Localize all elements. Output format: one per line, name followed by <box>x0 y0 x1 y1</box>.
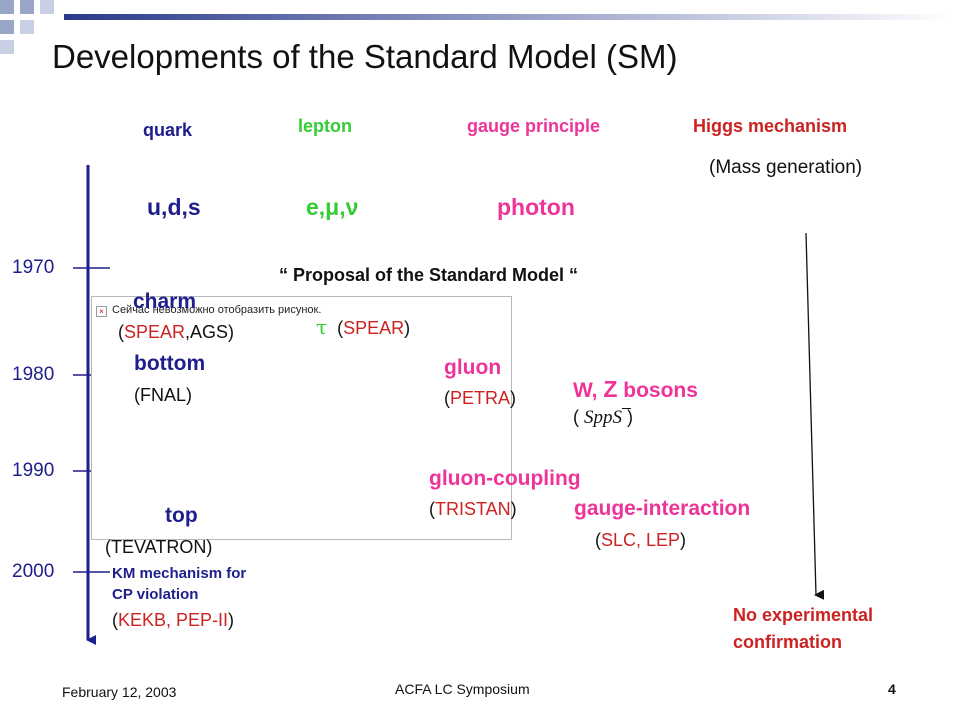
wz-name-b: bosons <box>617 379 698 402</box>
year-1970: 1970 <box>12 257 55 278</box>
gauge-interaction-label: gauge-interaction <box>574 497 751 520</box>
tau-entry: τ (SPEAR) <box>316 315 411 339</box>
gluon-coupling-lab: TRISTAN <box>435 499 511 519</box>
wz-collider-pbar-bar <box>622 408 631 409</box>
col-header-higgs: Higgs mechanism <box>693 116 848 136</box>
gluon-lab: PETRA <box>450 388 511 408</box>
top-label: top <box>165 504 198 527</box>
wz-name-z: Z <box>603 376 618 402</box>
gauge-interaction-lab: SLC, LEP <box>601 530 681 550</box>
wz-name-a: W, <box>573 379 604 402</box>
broken-image-placeholder: × Сейчас невозможно отобразить рисунок. <box>91 296 512 540</box>
leptons-emunu: e,μ,ν <box>306 194 359 220</box>
top-lab: TEVATRON <box>111 537 207 557</box>
proposal-label: “ Proposal of the Standard Model “ <box>279 265 579 285</box>
higgs-subtitle: (Mass generation) <box>709 157 863 178</box>
charm-labs: (SPEAR,AGS) <box>118 322 235 342</box>
broken-image-text: Сейчас невозможно отобразить рисунок. <box>112 304 322 316</box>
footer-date: February 12, 2003 <box>62 684 177 700</box>
footer-center: ACFA LC Symposium <box>395 681 530 697</box>
gluon-lab-wrap: (PETRA) <box>444 388 517 408</box>
gluon-label: gluon <box>444 356 502 379</box>
col-header-gauge: gauge principle <box>467 116 601 136</box>
broken-image-icon: × <box>96 306 107 317</box>
year-1990: 1990 <box>12 460 55 481</box>
bottom-label: bottom <box>134 352 206 375</box>
gluon-coupling-lab-wrap: (TRISTAN) <box>429 499 517 519</box>
tau-lab: SPEAR <box>343 318 405 338</box>
gluon-coupling-label: gluon-coupling <box>429 467 581 490</box>
wz-collider: SppS <box>584 407 622 428</box>
higgs-note-line1: No experimental <box>733 605 874 625</box>
charm-label: charm <box>133 290 197 313</box>
gauge-interaction-lab-wrap: (SLC, LEP) <box>595 530 687 550</box>
higgs-arrow <box>805 232 825 600</box>
top-lab-wrap: (TEVATRON) <box>105 537 213 557</box>
quarks-uds: u,d,s <box>147 194 201 220</box>
tau-symbol: τ <box>316 315 328 339</box>
charm-lab-spear: SPEAR <box>124 322 186 342</box>
km-lab-wrap: (KEKB, PEP-II) <box>112 610 235 630</box>
bottom-lab: FNAL <box>140 385 187 405</box>
km-line1: KM mechanism for <box>112 565 247 582</box>
photon-label: photon <box>497 194 575 220</box>
year-2000: 2000 <box>12 561 55 582</box>
year-1980: 1980 <box>12 364 55 385</box>
footer-page-number: 4 <box>888 681 896 697</box>
slide-title: Developments of the Standard Model (SM) <box>52 38 678 75</box>
wz-collider-wrap: ( SppS ) <box>573 407 633 428</box>
col-header-lepton: lepton <box>298 116 352 136</box>
title-gradient-bar <box>64 14 954 20</box>
higgs-note-line2: confirmation <box>733 632 843 652</box>
km-line2: CP violation <box>112 586 199 603</box>
col-header-quark: quark <box>143 120 193 140</box>
wz-bosons-label: W, Z bosons <box>573 376 698 403</box>
bottom-lab-wrap: (FNAL) <box>134 385 193 405</box>
km-lab: KEKB, PEP-II <box>118 610 229 630</box>
charm-lab-ags: ,AGS <box>185 322 229 342</box>
